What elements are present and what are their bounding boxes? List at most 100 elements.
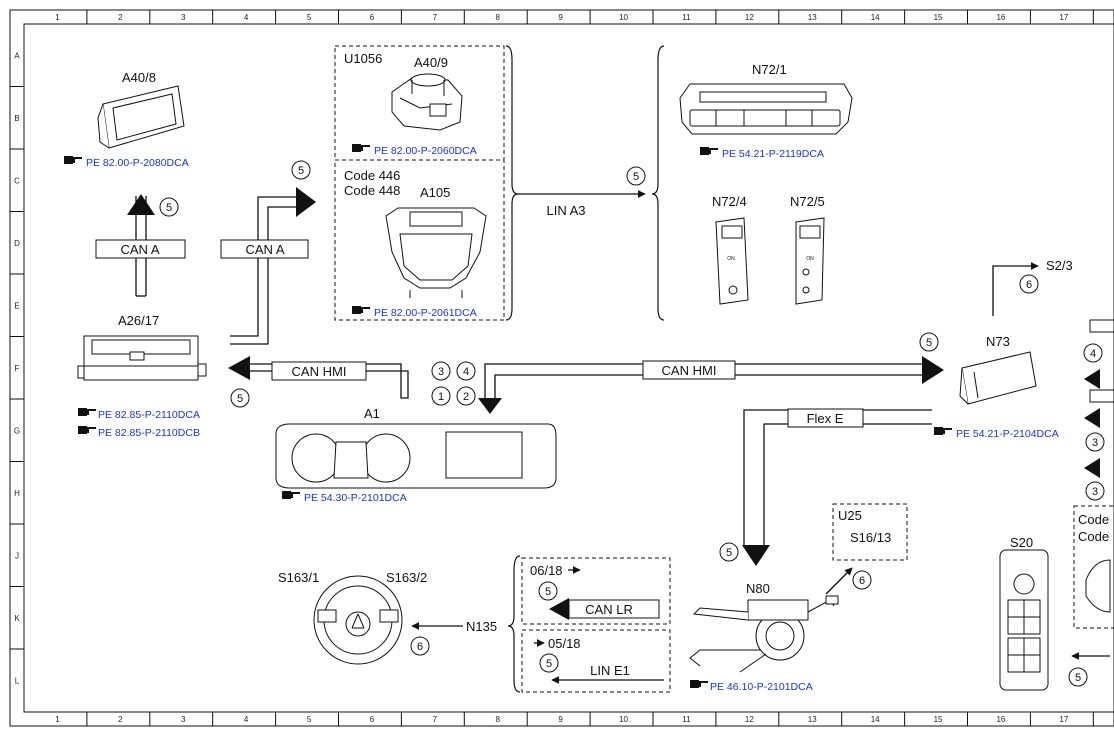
circle-text: 1 [438,391,444,403]
circle-text: 6 [1026,279,1032,291]
circle-1-a: 1 [431,386,451,406]
bus-flex-e: Flex E [807,411,844,426]
circle-text: 5 [298,165,304,177]
grid-col-bottom-6: 6 [370,715,375,724]
inner-frame [23,23,1114,713]
grid-labels: 1122334455667788991010111112121313141415… [14,13,1069,724]
grid-col-bottom-13: 13 [808,715,817,724]
circle-5-h: 5 [539,653,559,673]
grid-col-top-13: 13 [808,13,817,22]
grid-col-bottom-16: 16 [996,715,1005,724]
switch-panel-s20 [999,549,1049,691]
label-u1056: U1056 [344,51,382,66]
circle-5-e: 5 [919,332,939,352]
grid-row-E: E [14,301,19,310]
label-n135: N135 [466,619,497,634]
dashed-groups [334,45,1114,693]
bus-can-a-1: CAN A [120,242,159,257]
circle-text: 5 [546,658,552,670]
label-a105: A105 [420,185,450,200]
ref-a26-17-a: PE 82.85-P-2110DCA [98,409,200,421]
component-labels: A40/8 U1056 A40/9 Code 446 Code 448 A105… [118,51,1109,651]
grid-col-bottom-12: 12 [745,715,754,724]
grid-col-top-1: 1 [55,13,60,22]
grid-row-B: B [14,114,19,123]
label-s163-2: S163/2 [386,570,427,585]
circle-text: 5 [633,171,639,183]
label-s16-13: S16/13 [850,530,891,545]
group-brackets [505,45,665,693]
label-n80: N80 [746,581,770,596]
grid-row-F: F [15,364,20,373]
label-a40-8: A40/8 [122,70,156,85]
reference-hand-icon [282,491,300,499]
label-code-partial-1: Code [1078,512,1109,527]
circle-text: 5 [166,202,172,214]
n72-5-on: ON [806,256,814,262]
circle-3-c: 3 [1085,481,1105,501]
overhead-panel-a105 [385,207,487,298]
grid-row-K: K [14,614,20,623]
circle-text: 4 [1090,348,1096,360]
circle-text: 4 [463,366,469,378]
grid-col-top-2: 2 [118,13,123,22]
grid-row-G: G [14,426,20,435]
grid-col-top-4: 4 [244,13,249,22]
reference-icons [64,144,952,688]
circle-3-b: 3 [1085,432,1105,452]
n72-4-on: ON [727,256,735,262]
circle-text: 5 [545,586,551,598]
grid-col-bottom-11: 11 [682,715,691,724]
switch-panel-n72-5: ON [795,217,825,305]
grid-row-D: D [14,239,20,248]
circle-text: 6 [859,575,865,587]
grid-col-bottom-2: 2 [118,715,123,724]
label-n73: N73 [986,334,1010,349]
label-s20: S20 [1010,535,1033,550]
grid-col-top-3: 3 [181,13,186,22]
label-s2-3: S2/3 [1046,258,1073,273]
controller-a40-9 [391,73,463,131]
display-a40-8 [97,85,185,149]
grid-col-top-10: 10 [619,13,628,22]
ref-a1: PE 54.30-P-2101DCA [304,492,407,504]
label-n72-4: N72/4 [712,194,747,209]
circle-5-c: 5 [626,166,646,186]
circle-text: 5 [237,393,243,405]
bus-can-a-2: CAN A [245,242,284,257]
grid-col-top-12: 12 [745,13,754,22]
bus-labels: CAN A CAN A LIN A3 CAN HMI CAN HMI Flex … [95,203,864,678]
grid-col-bottom-7: 7 [433,715,438,724]
circle-5-g: 5 [538,581,558,601]
label-a1: A1 [364,406,380,421]
label-n72-5: N72/5 [790,194,825,209]
grid-ruler [10,10,1094,726]
grid-col-top-14: 14 [871,13,880,22]
circle-2-a: 2 [456,386,476,406]
label-s163-1: S163/1 [278,570,319,585]
ref-n80: PE 46.10-P-2101DCA [710,681,813,693]
grid-row-C: C [14,176,20,185]
grid-col-bottom-3: 3 [181,715,186,724]
grid-row-H: H [14,489,20,498]
circle-text: 6 [417,641,423,653]
circle-6-b: 6 [410,636,430,656]
switch-panel-n72-4: ON [715,217,749,305]
grid-col-bottom-15: 15 [934,715,943,724]
grid-col-top-16: 16 [996,13,1005,22]
instrument-cluster-a1 [275,423,557,489]
bus-lin-e1: LIN E1 [590,663,630,678]
bus-can-lr: CAN LR [585,602,633,617]
circle-5-a: 5 [159,197,179,217]
wires [135,190,1110,684]
circle-5-f: 5 [719,542,739,562]
grid-col-bottom-9: 9 [558,715,563,724]
grid-col-top-11: 11 [682,13,691,22]
grid-col-top-17: 17 [1059,13,1068,22]
label-code-partial-2: Code [1078,529,1109,544]
bus-can-hmi-1: CAN HMI [292,364,347,379]
grid-col-top-7: 7 [433,13,438,22]
ref-a40-8: PE 82.00-P-2080DCA [86,157,189,169]
circle-text: 3 [1092,437,1098,449]
numbered-circles: 5 5 5 5 5 6 3 4 1 2 5 4 3 3 5 6 5 6 5 [159,160,1105,687]
